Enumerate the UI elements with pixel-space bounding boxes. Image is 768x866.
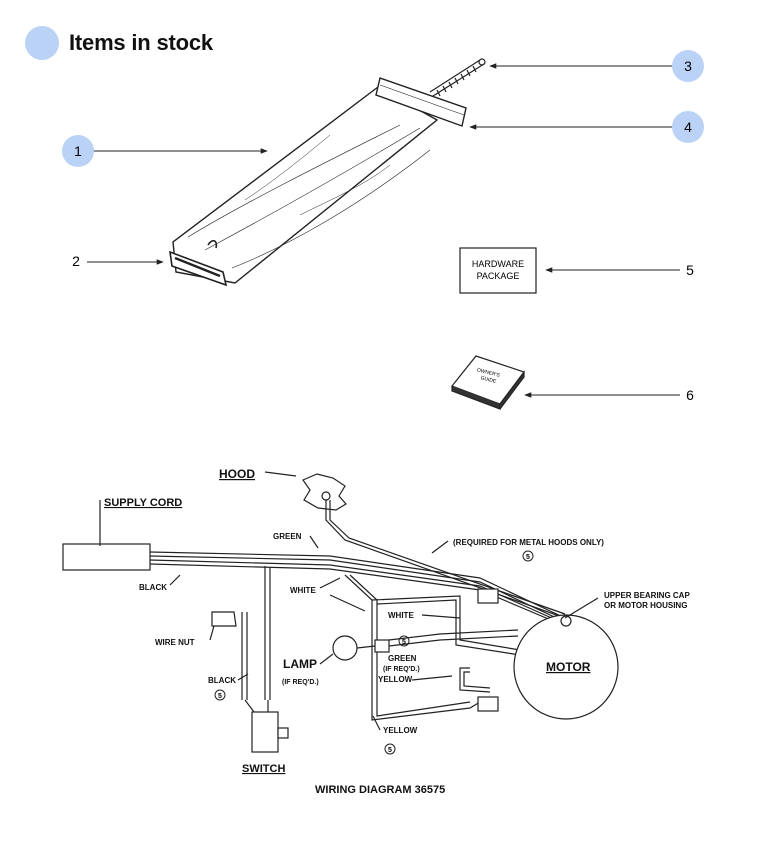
label-supply-cord: SUPPLY CORD bbox=[104, 497, 182, 509]
page-header: Items in stock bbox=[25, 25, 213, 61]
label-white-top: WHITE bbox=[290, 586, 316, 595]
callout-6: 6 bbox=[686, 387, 694, 403]
label-black-top: BLACK bbox=[139, 583, 167, 592]
bag-bottom-collar bbox=[169, 239, 228, 287]
header-dot-icon bbox=[25, 26, 59, 60]
callout-5: 5 bbox=[686, 262, 694, 278]
callout-circle-3 bbox=[672, 50, 704, 82]
label-yellow-mid: YELLOW bbox=[378, 675, 413, 684]
callout-4: 4 bbox=[684, 119, 692, 135]
hardware-label-line1: HARDWARE bbox=[472, 259, 524, 269]
label-bearing-line1: UPPER BEARING CAP bbox=[604, 591, 690, 600]
guide-label-line2: GUIDE bbox=[480, 375, 497, 385]
label-motor: MOTOR bbox=[546, 660, 591, 674]
callout-1: 1 bbox=[74, 143, 82, 159]
label-green-lamp: GREEN bbox=[388, 654, 417, 663]
hardware-package-box bbox=[459, 247, 537, 294]
callout-3: 3 bbox=[684, 58, 692, 74]
ref-mark-2: 5 bbox=[402, 639, 406, 646]
bag-collar-band bbox=[375, 77, 467, 127]
ref-mark-4: 5 bbox=[388, 747, 392, 754]
owners-guide-book-icon bbox=[451, 355, 525, 410]
callout-circle-4 bbox=[672, 111, 704, 143]
label-switch: SWITCH bbox=[242, 763, 285, 775]
callout-2: 2 bbox=[72, 253, 80, 269]
label-lamp-note: (IF REQ'D.) bbox=[282, 679, 319, 686]
wiring-diagram bbox=[62, 471, 619, 753]
dust-bag-illustration bbox=[172, 86, 439, 284]
guide-label-line1: OWNER'S bbox=[476, 367, 501, 379]
label-wire-nut: WIRE NUT bbox=[155, 638, 195, 647]
callout-circle-1 bbox=[62, 135, 94, 167]
page-title: Items in stock bbox=[69, 30, 213, 55]
label-required-note: (REQUIRED FOR METAL HOODS ONLY) bbox=[453, 538, 604, 547]
ref-mark-group bbox=[214, 550, 534, 755]
label-yellow-bottom: YELLOW bbox=[383, 726, 418, 735]
label-green-lamp-note: (IF REQ'D.) bbox=[383, 666, 420, 673]
label-hood: HOOD bbox=[219, 467, 255, 481]
hardware-label-line2: PACKAGE bbox=[477, 271, 520, 281]
ref-mark-1: 5 bbox=[526, 554, 530, 561]
label-black-bottom: BLACK bbox=[208, 676, 236, 685]
label-white-mid: WHITE bbox=[388, 611, 414, 620]
wiring-diagram-caption: WIRING DIAGRAM 36575 bbox=[315, 784, 445, 796]
label-bearing-line2: OR MOTOR HOUSING bbox=[604, 601, 687, 610]
bag-spring bbox=[429, 58, 486, 97]
label-lamp: LAMP bbox=[283, 657, 317, 671]
label-green-top: GREEN bbox=[273, 532, 302, 541]
ref-mark-3: 5 bbox=[218, 693, 222, 700]
